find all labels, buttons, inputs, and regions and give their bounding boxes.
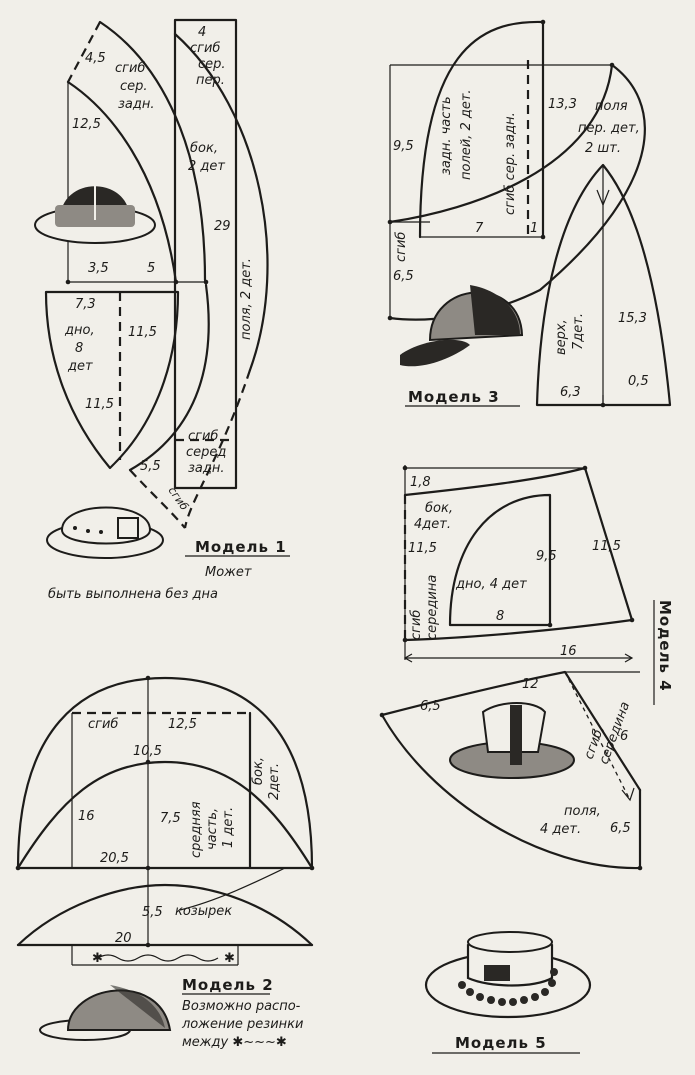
m1-fold-back-label-2: сер. [120, 79, 148, 94]
model2-note: Возможно распо- [182, 999, 301, 1014]
m2-dim-75: 7,5 [160, 811, 181, 826]
m3-dim-63: 6,3 [560, 385, 581, 400]
m4-dim-95: 9,5 [536, 549, 557, 564]
m1-fold-front-label-2: сер. [198, 57, 226, 72]
model2-caption: Модель 2 [182, 976, 274, 994]
model1-note: Может [205, 565, 252, 580]
model3-cap-icon [400, 285, 524, 367]
svg-text:✱: ✱ [224, 951, 235, 966]
m1-dim-55: 5,5 [140, 459, 161, 474]
m3-back-label: задн. часть [439, 96, 454, 175]
m3-front-label-3: 2 шт. [585, 141, 621, 156]
m1-side-label: бок, [190, 141, 218, 156]
m3-back-label-2: полей, 2 дет. [459, 89, 474, 180]
m1-fold-mid-label: сгиб [188, 429, 218, 444]
m1-fold-back-label: сгиб [115, 61, 145, 76]
m2-dim-16: 16 [78, 809, 95, 824]
m3-front-label-2: пер. дет, [578, 121, 640, 136]
m1-bottom-label-2: 8 [75, 341, 83, 356]
model2-note-3: между ✱~~~✱ [182, 1035, 287, 1050]
model2-note-2: ложение резинки [181, 1017, 303, 1032]
m4-bottom-label: дно, 4 дет [455, 577, 527, 592]
m4-dim-65-top: 6,5 [420, 699, 441, 714]
model3-pattern [387, 19, 672, 408]
m1-fold-mid-label-2: серед [186, 445, 226, 460]
m3-dim-1: 1 [530, 221, 538, 236]
m4-dim-16: 16 [560, 644, 577, 659]
m4-fold-label: сгиб [409, 610, 424, 640]
m1-dim-73: 7,3 [75, 297, 96, 312]
m2-side-label: бок, [251, 757, 266, 785]
m4-side-label-2: 4дет. [414, 517, 451, 532]
m2-visor-label: козырек [175, 904, 232, 919]
model5-caption: Модель 5 [455, 1034, 547, 1052]
m3-dim-65: 6,5 [393, 269, 414, 284]
m1-dim-125: 12,5 [72, 117, 101, 132]
m4-dim-8: 8 [496, 609, 504, 624]
m3-front-label: поля [595, 99, 628, 114]
m4-fold-label-2: середина [425, 575, 440, 640]
m3-top-label: верх, [554, 319, 569, 355]
m1-dim-115-right: 11,5 [128, 325, 157, 340]
m4-brim-label-2: 4 дет. [540, 822, 581, 837]
m1-bottom-label: дно, [64, 323, 95, 338]
model5-hat-icon [424, 931, 592, 1019]
model1-caption: Модель 1 [195, 538, 287, 556]
m1-dim-35: 3,5 [88, 261, 109, 276]
model1-hat-icon [34, 175, 156, 244]
m4-dim-18: 1,8 [410, 475, 431, 490]
svg-text:✱: ✱ [92, 951, 103, 966]
m2-side-label-2: 2дет. [267, 763, 282, 800]
model4-pattern [379, 465, 643, 871]
m2-dim-125: 12,5 [168, 717, 197, 732]
model2-pattern: ✱ ✱ [15, 675, 315, 1041]
m3-dim-95: 9,5 [393, 139, 414, 154]
m1-dim-115-left: 11,5 [85, 397, 114, 412]
model4-hat-icon [449, 702, 575, 779]
m3-dim-153: 15,3 [618, 311, 647, 326]
m2-dim-55: 5,5 [142, 905, 163, 920]
m4-side-label: бок, [425, 501, 453, 516]
model1-note-2: быть выполнена без дна [48, 587, 218, 602]
model1-band-hat-icon [46, 506, 164, 559]
m1-dim-4: 4 [198, 25, 206, 40]
m1-dim-45: 4,5 [85, 51, 106, 66]
m3-back-label-3: сгиб сер. задн. [503, 112, 518, 215]
m1-brim-label: поля, 2 дет. [239, 258, 254, 340]
m4-dim-115-right: 11,5 [592, 539, 621, 554]
m2-dim-105: 10,5 [133, 744, 162, 759]
m2-middle-label-2: часть, [205, 808, 220, 850]
m2-dim-20: 20 [115, 931, 132, 946]
m3-top-label-2: 7дет. [571, 313, 586, 350]
m4-brim-label: поля, [564, 804, 601, 819]
m2-dim-205: 20,5 [100, 851, 129, 866]
m3-dim-7: 7 [475, 221, 484, 236]
m1-fold-front-label: сгиб [190, 41, 220, 56]
model2-cap-icon [39, 985, 172, 1041]
m1-bottom-label-3: дет [67, 359, 93, 374]
model1-pattern [34, 18, 269, 559]
m1-fold-back-label-3: задн. [118, 97, 155, 112]
m2-middle-label: средняя [189, 801, 204, 858]
m3-dim-133: 13,3 [548, 97, 577, 112]
m4-dim-12: 12 [522, 677, 539, 692]
m4-dim-115-left: 11,5 [408, 541, 437, 556]
m1-dim-29: 29 [214, 219, 231, 234]
m1-fold-front-label-3: пер. [196, 73, 225, 88]
m1-side-label-2: 2 дет [188, 159, 225, 174]
m1-fold-mid-label-3: задн. [188, 461, 225, 476]
m4-dim-65-bottom: 6,5 [610, 821, 631, 836]
m3-fold-label: сгиб [394, 232, 409, 262]
m2-middle-label-3: 1 дет. [221, 807, 236, 848]
m1-dim-5: 5 [147, 261, 155, 276]
m3-dim-05: 0,5 [628, 374, 649, 389]
model4-caption: Модель 4 [656, 600, 674, 692]
m2-fold-label: сгиб [88, 717, 118, 732]
m4-dim-6: 6 [620, 729, 628, 744]
model3-caption: Модель 3 [408, 388, 500, 406]
